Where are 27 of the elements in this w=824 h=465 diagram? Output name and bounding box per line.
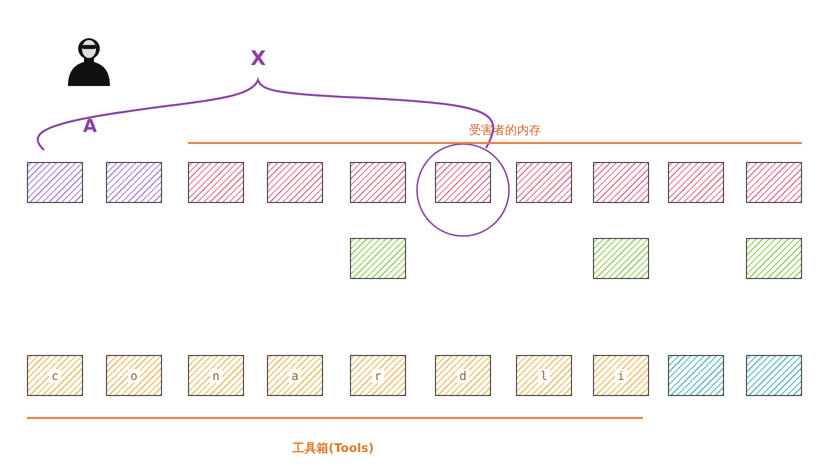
hatched-box [516, 162, 572, 203]
letter-box: r [350, 355, 406, 396]
letter-box: n [188, 355, 244, 396]
hatched-box [746, 238, 802, 279]
letter-box: c [27, 355, 83, 396]
hatched-box [106, 162, 162, 203]
toolbox-label: 工具箱(Tools) [292, 440, 374, 456]
hatched-box [668, 162, 724, 203]
letter-box: d [435, 355, 491, 396]
hatched-box [593, 238, 649, 279]
letter-label: A [83, 116, 97, 136]
letter-box: a [267, 355, 323, 396]
letter-box: o [106, 355, 162, 396]
hatched-box [746, 162, 802, 203]
hatched-box [593, 162, 649, 203]
letter-box: i [593, 355, 649, 396]
letter-label: X [250, 46, 266, 70]
letter-box: l [516, 355, 572, 396]
hatched-box [350, 238, 406, 279]
hatched-box [435, 162, 491, 203]
hatched-box [188, 162, 244, 203]
hatched-box [350, 162, 406, 203]
hatched-box [27, 162, 83, 203]
hatched-box [668, 355, 724, 396]
hatched-box [746, 355, 802, 396]
memory-label: 受害者的内存 [469, 122, 541, 138]
hatched-box [267, 162, 323, 203]
